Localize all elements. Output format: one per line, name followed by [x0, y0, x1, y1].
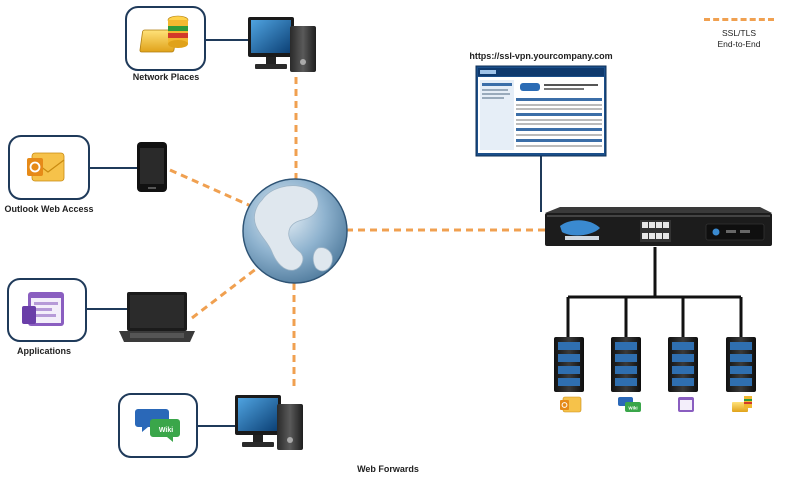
- folder-database-icon: [139, 15, 189, 53]
- internet-globe-icon: [242, 178, 348, 284]
- wiki-chat-icon: Wiki: [135, 409, 180, 442]
- server-rack-4[interactable]: [726, 337, 756, 392]
- server-rack-3[interactable]: [668, 337, 698, 392]
- wiki-label: Wiki: [159, 427, 173, 434]
- web-forwards-label: Web Forwards: [357, 464, 419, 474]
- desktop-computer-top[interactable]: [248, 17, 316, 72]
- wiki-label-small: Wiki: [628, 406, 637, 411]
- link-outlook-mobile: [169, 168, 261, 212]
- network-places-label: Network Places: [132, 72, 200, 82]
- applications-tile[interactable]: [7, 278, 87, 342]
- laptop-computer[interactable]: [119, 292, 195, 342]
- outlook-web-access-label: Outlook Web Access: [4, 204, 94, 214]
- ssl-vpn-portal-window[interactable]: [475, 65, 607, 157]
- network-places-tile[interactable]: [125, 6, 206, 71]
- ethernet-ports: [640, 220, 671, 242]
- app-window-icon-small: [678, 397, 694, 412]
- wiki-tile[interactable]: Wiki: [118, 393, 198, 458]
- vpn-url-label: https://ssl-vpn.yourcompany.com: [469, 51, 613, 61]
- link-applications-laptop: [191, 260, 266, 320]
- barracuda-logo-icon: [560, 220, 600, 240]
- server-rack-1[interactable]: [554, 337, 584, 392]
- outlook-web-access-tile[interactable]: [8, 135, 90, 200]
- app-window-icon: [22, 292, 64, 326]
- ssl-vpn-appliance[interactable]: [545, 207, 772, 246]
- folder-database-icon-small: [732, 396, 752, 412]
- legend-dashed-line: [704, 18, 774, 21]
- local-links: [86, 39, 542, 427]
- legend-line1: SSL/TLS: [721, 28, 757, 38]
- server-rack-2[interactable]: [611, 337, 641, 392]
- power-led-icon: [712, 228, 720, 236]
- ssl-links: [169, 77, 545, 388]
- legend-line2: End-to-End: [717, 39, 761, 49]
- server-tree: [566, 247, 743, 337]
- outlook-icon: [27, 152, 65, 182]
- desktop-computer-bottom[interactable]: [235, 395, 303, 450]
- outlook-icon-small: [560, 396, 582, 413]
- wiki-chat-icon-small: Wiki: [618, 397, 641, 412]
- applications-label: Applications: [16, 346, 72, 356]
- mobile-phone-icon[interactable]: [137, 142, 167, 192]
